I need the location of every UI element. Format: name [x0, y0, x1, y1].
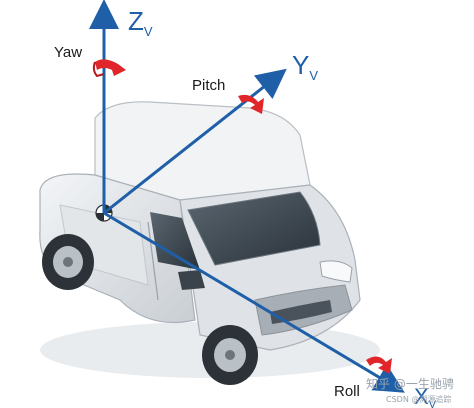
van-headlight	[319, 260, 353, 283]
van-door-line	[147, 221, 159, 301]
watermark-line-2: CSDN @溯源追踪	[386, 394, 451, 404]
pitch-rotation-icon	[238, 94, 264, 114]
y-axis-label: YV	[292, 50, 318, 83]
van-mirror	[178, 270, 205, 290]
yaw-rotation-icon	[92, 59, 126, 78]
van-side-window	[150, 212, 200, 270]
watermark-line-1: 知乎 @一生驰骋	[366, 377, 454, 391]
x-axis-label: XV	[414, 384, 437, 408]
roll-rotation-icon	[366, 356, 392, 374]
roll-label: Roll	[334, 383, 360, 400]
van-windshield	[187, 191, 321, 266]
rear-wheel	[42, 234, 94, 290]
van-grille	[270, 300, 332, 324]
van-illustration	[39, 101, 380, 385]
yaw-label: Yaw	[54, 44, 82, 61]
pitch-label: Pitch	[192, 77, 225, 94]
front-wheel	[202, 325, 258, 385]
z-axis-label: ZV	[128, 6, 153, 39]
x-axis-line	[103, 211, 405, 393]
